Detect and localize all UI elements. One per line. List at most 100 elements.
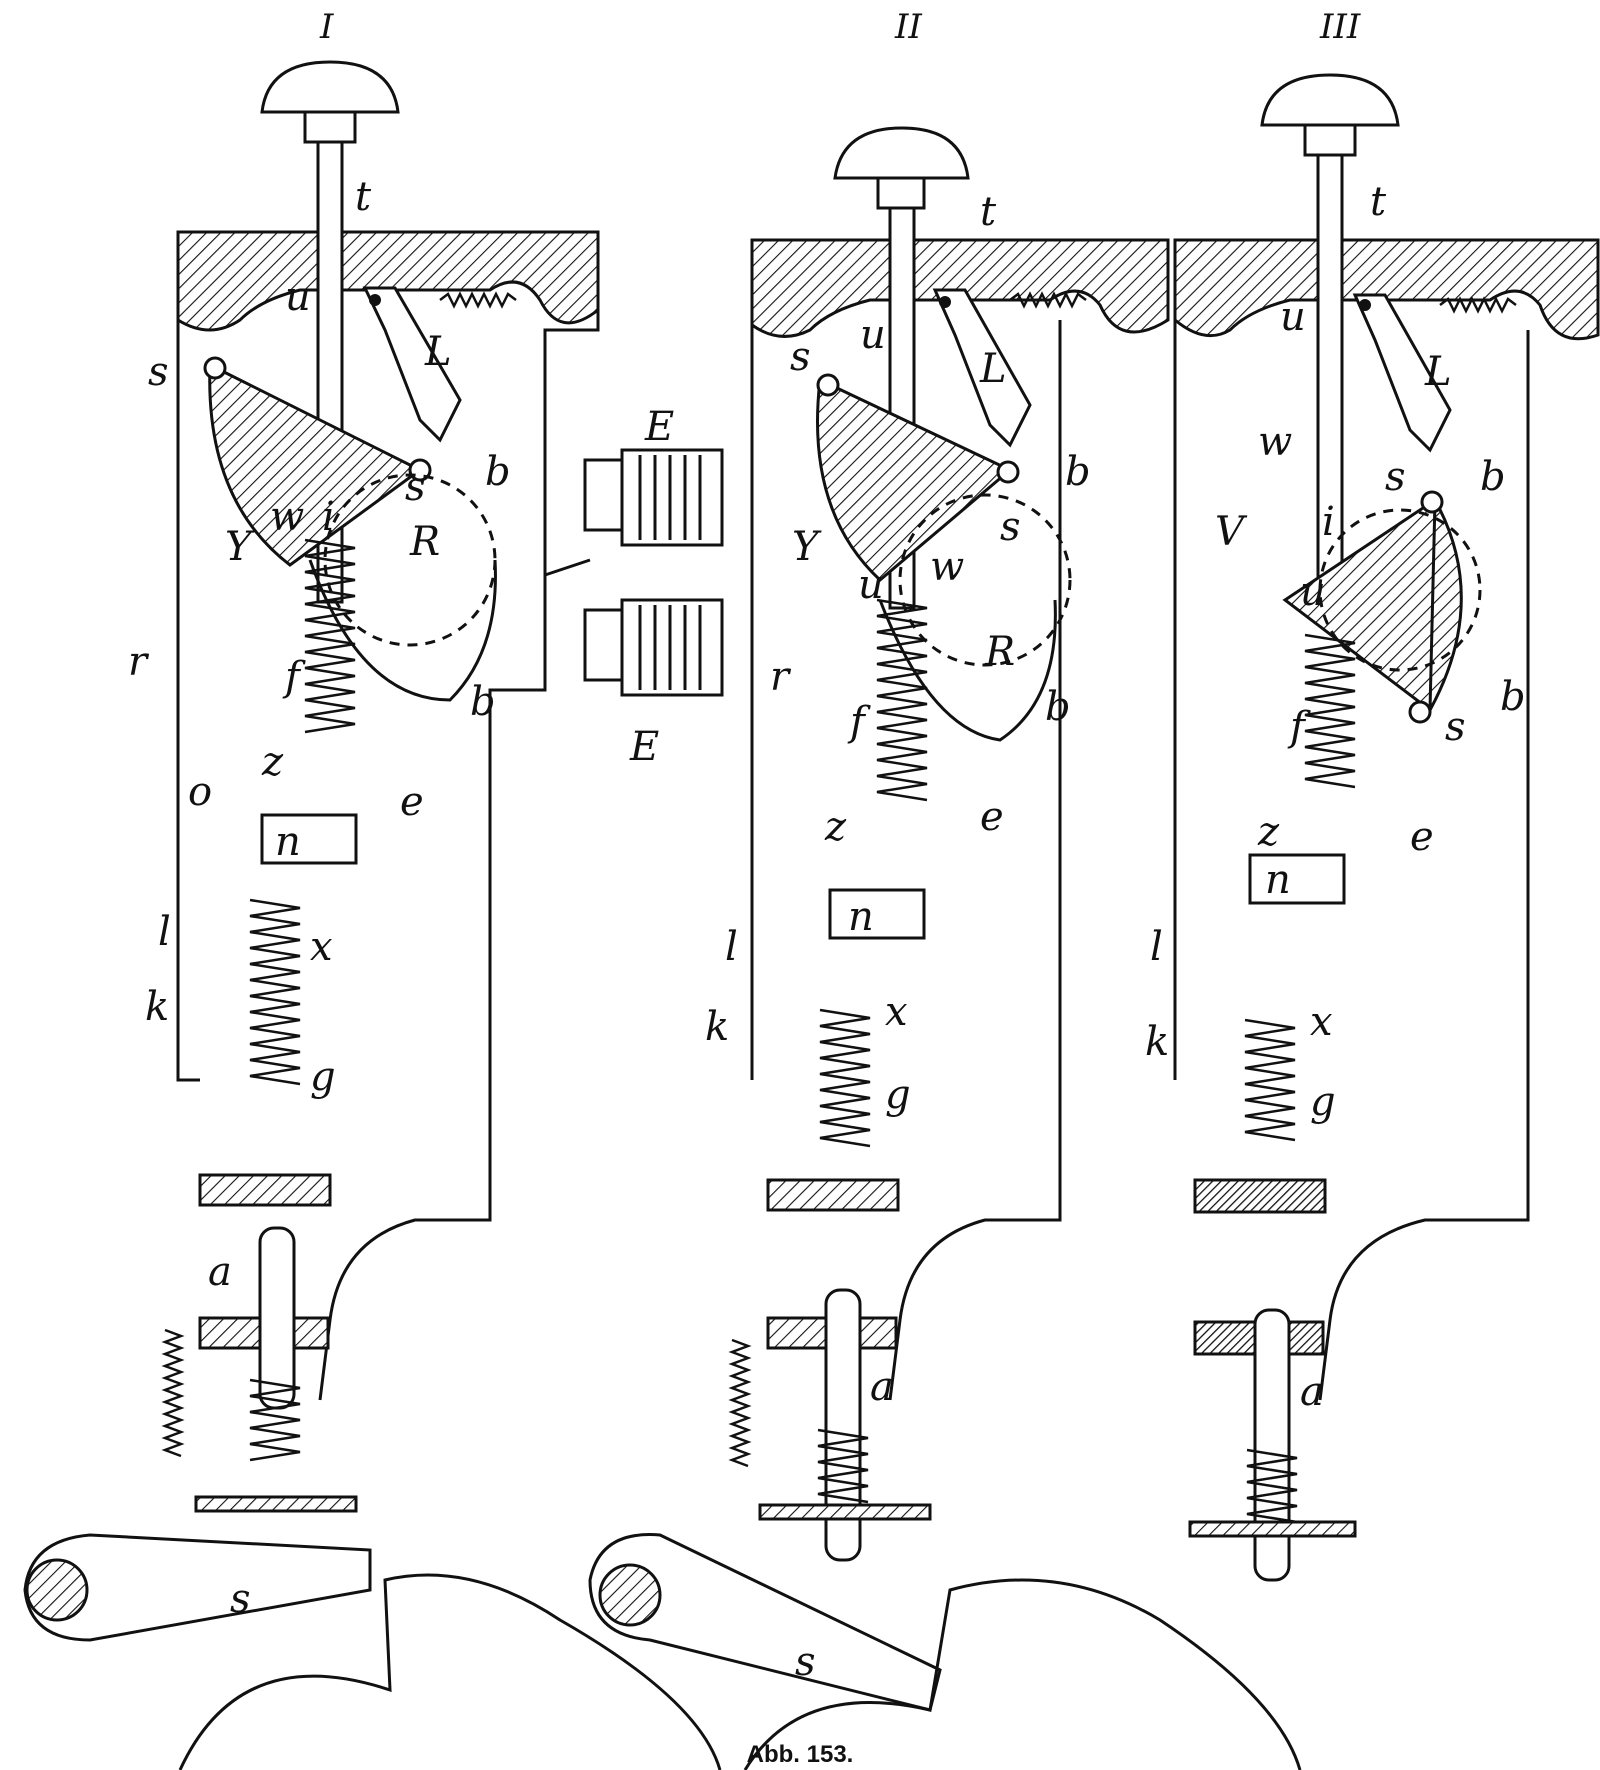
block-n [260, 813, 358, 865]
label-g: g [1310, 1079, 1336, 1125]
frame-outline [750, 240, 1062, 1401]
pivot-s [1420, 490, 1444, 514]
label-s: s [148, 349, 169, 395]
label-Y: Y [225, 524, 255, 570]
panel-numeral: II [894, 7, 922, 47]
knob-neck [303, 110, 357, 144]
key-knob [260, 60, 400, 114]
pivot-L [939, 296, 951, 308]
label-e: e [1410, 814, 1434, 860]
label-t: t [980, 189, 997, 235]
label-l: l [158, 909, 171, 955]
label-b: b [1480, 454, 1506, 500]
label-u: u [1280, 294, 1306, 340]
key-knob [833, 126, 970, 180]
label-l: l [1150, 924, 1163, 970]
guide-block [766, 1178, 900, 1212]
label-u: u [860, 312, 886, 358]
label-o: o [188, 769, 212, 815]
frame-top [1173, 238, 1600, 341]
label-k: k [1145, 1019, 1169, 1065]
label-f: f [847, 699, 871, 745]
lever-L [1352, 293, 1452, 453]
label-s-2: s [1445, 704, 1466, 750]
label-s-2: s [405, 464, 426, 510]
label-r: r [128, 639, 150, 685]
label-s-lever: s [230, 1576, 251, 1622]
block-n [828, 888, 926, 940]
panel-numeral: III [1319, 7, 1361, 47]
roll-ribs [638, 455, 702, 690]
label-w: w [930, 544, 964, 590]
roll-E-bottom [620, 598, 724, 697]
pivot-s [203, 356, 227, 380]
label-x: x [310, 924, 333, 970]
plunger-spring [817, 1428, 869, 1504]
label-l: l [725, 924, 738, 970]
lever-s [588, 1533, 942, 1712]
labels-panel-3: t u L w s b V i u f s b z e n l x k g a [1145, 179, 1526, 1415]
label-n: n [275, 819, 301, 865]
label-s: s [1385, 454, 1406, 500]
sector [1282, 497, 1463, 713]
panel-numeral: I [319, 7, 334, 47]
pivot-s-2 [1408, 700, 1432, 724]
plunger-a [258, 1226, 296, 1410]
return-spring [161, 1328, 185, 1458]
frame-top [176, 230, 600, 332]
label-i: i [1322, 499, 1335, 545]
label-V: V [1215, 509, 1248, 555]
block-n [1248, 853, 1346, 905]
spring [439, 291, 517, 309]
lever-s [23, 1533, 372, 1642]
label-s-2: s [1000, 504, 1021, 550]
knob-neck [1303, 123, 1357, 157]
label-k: k [705, 1004, 729, 1050]
stem-spring [876, 598, 928, 802]
lever-L [932, 288, 1032, 448]
label-k: k [145, 984, 169, 1030]
figure-caption: Abb. 153. [747, 1741, 854, 1768]
sector [816, 377, 1013, 583]
wheel-R [898, 493, 1072, 667]
panel-1: I [23, 7, 724, 1770]
spring [1009, 291, 1087, 309]
guide-block [1193, 1178, 1327, 1214]
stem-spring [304, 538, 356, 734]
stem-spring [1304, 633, 1356, 789]
guide-block [198, 1173, 332, 1207]
plunger-spring [249, 1378, 301, 1462]
label-w: w [270, 494, 304, 540]
label-R: R [984, 629, 1015, 675]
panel-2: II t u s L b Y u w [588, 7, 1302, 1770]
label-g: g [885, 1072, 911, 1118]
lever-L [362, 286, 462, 443]
pivot-L [1359, 299, 1371, 311]
label-x: x [1310, 999, 1333, 1045]
pivot-s-2 [996, 460, 1020, 484]
label-L: L [1424, 349, 1452, 395]
plate [1188, 1520, 1357, 1538]
frame-outline [1173, 240, 1530, 1401]
spring [1439, 296, 1517, 314]
label-u-2: u [1300, 569, 1326, 615]
label-n: n [848, 894, 874, 940]
label-b: b [485, 449, 511, 495]
label-u: u [285, 274, 311, 320]
spring-g [819, 1008, 871, 1148]
link [544, 558, 591, 577]
label-a: a [870, 1364, 894, 1410]
label-e: e [980, 794, 1004, 840]
label-x: x [885, 989, 908, 1035]
label-r: r [770, 654, 792, 700]
key-knob [1260, 73, 1400, 127]
label-R: R [409, 519, 440, 565]
label-t: t [1370, 179, 1387, 225]
spring-g [1244, 1018, 1296, 1142]
label-E-2: E [629, 724, 659, 770]
frame-outline [178, 230, 600, 1401]
cam [178, 1573, 722, 1770]
label-n: n [1265, 857, 1291, 903]
label-b-2: b [1045, 684, 1071, 730]
